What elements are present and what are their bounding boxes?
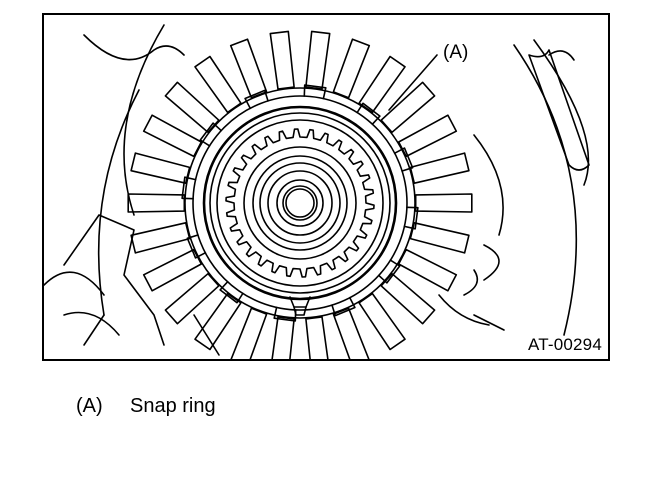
drum-notch xyxy=(181,176,197,200)
snap-ring xyxy=(202,105,398,301)
drum-notch xyxy=(331,296,356,317)
drum-notch xyxy=(403,206,419,230)
plate-tooth xyxy=(409,222,470,254)
plate-tooth xyxy=(305,30,331,90)
splined-hub xyxy=(225,128,375,278)
plate-tooth xyxy=(142,248,203,292)
clutch-drum xyxy=(184,87,416,319)
plate-tooth xyxy=(332,307,370,359)
snap-ring-illustration: (A) xyxy=(44,24,590,359)
plate-tooth xyxy=(305,316,329,359)
plate-tooth xyxy=(130,222,191,254)
drum-notch xyxy=(393,147,414,172)
drum-notches xyxy=(181,84,419,322)
drum-notch xyxy=(303,84,327,100)
plate-tooth xyxy=(142,114,203,158)
drum-notch xyxy=(378,259,401,284)
drum-notch xyxy=(219,281,244,304)
plate-tooth xyxy=(230,307,268,359)
figure-frame: (A) AT-00294 xyxy=(42,13,610,361)
drum-notch xyxy=(186,234,207,259)
housing-outline xyxy=(44,24,590,356)
plate-tooth xyxy=(271,316,295,359)
figure-id: AT-00294 xyxy=(527,335,602,354)
drum-notch xyxy=(199,122,222,147)
plate-tooth xyxy=(397,248,458,292)
plate-tooth xyxy=(229,38,268,99)
legend-key: (A) xyxy=(76,395,103,417)
plate-tooth xyxy=(130,152,191,184)
callout-label: (A) xyxy=(443,42,468,63)
callout-leader xyxy=(388,54,438,111)
plate-tooth xyxy=(414,193,473,213)
plate-tooth xyxy=(409,152,470,184)
plate-tooth xyxy=(397,114,458,158)
legend: (A) Snap ring xyxy=(76,395,216,418)
legend-label: Snap ring xyxy=(130,395,216,417)
plate-tooth xyxy=(332,38,371,99)
plate-tooth xyxy=(127,193,186,213)
plate-tooth xyxy=(269,30,295,90)
drum-notch xyxy=(356,102,381,125)
snap-ring-gap xyxy=(289,296,311,316)
drum-notch xyxy=(244,89,269,110)
